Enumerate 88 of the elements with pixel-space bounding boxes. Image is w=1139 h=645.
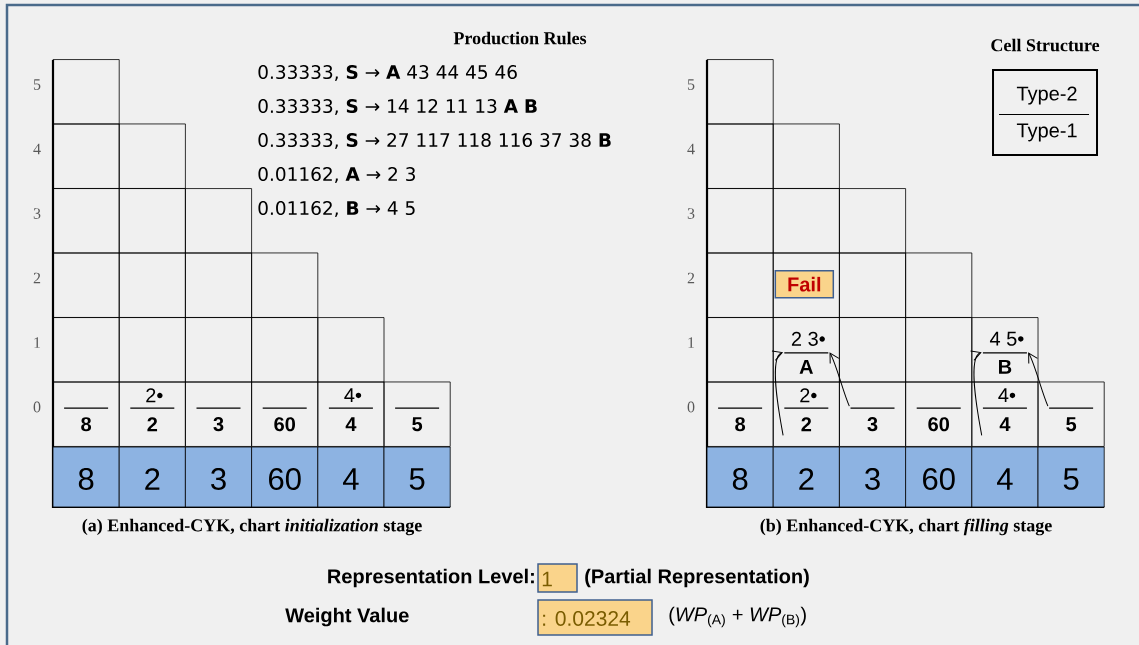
chart-cell <box>706 59 774 125</box>
input-cell: 2 <box>772 446 840 508</box>
input-cell: 2 <box>118 446 186 508</box>
chart-cell <box>971 317 1039 383</box>
chart-cell <box>251 252 319 318</box>
cell-entry: 8 <box>717 407 763 432</box>
axis-number: 3 <box>33 208 41 219</box>
chart-cell <box>52 188 120 254</box>
curved-arrow <box>771 350 784 436</box>
axis-number: 1 <box>34 337 41 348</box>
chart-cell <box>839 317 906 383</box>
production-rule: 0.33333, S → 14 12 11 13 A B <box>258 99 537 115</box>
cell-entry: 4 5• B <box>982 331 1028 374</box>
cell-entry: 60 <box>916 407 962 432</box>
node-label: Cell Structure <box>991 38 1100 52</box>
chart-cell <box>52 317 120 383</box>
axis-number: 4 <box>687 143 695 155</box>
chart-cell <box>706 317 774 383</box>
chart-cell <box>118 123 186 189</box>
section-heading: Production Rules <box>453 31 587 45</box>
field-label: Representation Level: <box>328 568 534 588</box>
cell-entry: 4• 4 <box>982 388 1028 432</box>
production-rule: 0.33333, S → 27 117 118 116 37 38 B <box>258 133 611 149</box>
chart-cell <box>52 252 120 318</box>
cell-entry: 2• 2 <box>129 388 175 432</box>
chart-caption: (a) Enhanced-CYK, chart initialization stage <box>82 518 422 536</box>
input-cell: 3 <box>839 446 906 508</box>
curved-arrow <box>829 352 850 407</box>
cell-entry: 4• 4 <box>328 388 374 432</box>
axis-number: 0 <box>687 401 695 413</box>
chart-cell <box>772 317 840 383</box>
production-rule: 0.01162, B → 4 5 <box>258 201 415 217</box>
chart-cell <box>839 188 906 254</box>
chart-cell <box>706 188 774 254</box>
cell-entry: 5 <box>1048 407 1094 432</box>
chart-cell <box>772 188 840 254</box>
cell-entry: 5 <box>394 407 440 432</box>
axis-number: 3 <box>687 208 695 219</box>
input-cell: 4 <box>971 446 1039 508</box>
axis-number: 4 <box>33 143 41 155</box>
chart-cell <box>251 317 319 383</box>
chart-cell <box>772 252 840 318</box>
cell-structure-box: Cell Structure Type-2 Type-1 <box>991 38 1100 156</box>
input-cell: 60 <box>251 446 319 508</box>
value-box: : 0.02324 <box>537 599 653 636</box>
chart-cell <box>839 252 906 318</box>
field-note: (Partial Representation) <box>585 568 809 588</box>
fail-badge: Fail <box>774 269 835 299</box>
chart-cell <box>185 252 252 318</box>
axis-number: 5 <box>687 79 695 90</box>
cell-entry: 2 3• A <box>783 331 829 374</box>
input-cell: 3 <box>185 446 252 508</box>
axis-number: 2 <box>33 272 41 284</box>
input-cell: 5 <box>1037 446 1105 508</box>
chart-cell <box>706 252 774 318</box>
chart-cell <box>52 59 120 125</box>
cell-entry: 8 <box>63 407 109 432</box>
chart-cell <box>905 317 973 383</box>
chart-cell <box>185 188 252 254</box>
axis-number: 2 <box>687 272 695 284</box>
axis-number: 1 <box>688 337 695 348</box>
chart-cell <box>118 188 186 254</box>
cell-entry: 2• 2 <box>783 388 829 432</box>
curved-arrow <box>970 350 983 436</box>
chart-cell <box>118 317 186 383</box>
input-cell: 60 <box>905 446 973 508</box>
cell-entry: 60 <box>262 407 308 432</box>
value-box: 1 <box>537 563 578 593</box>
chart-cell <box>772 123 840 189</box>
input-cell: 5 <box>383 446 451 508</box>
chart-cell <box>52 123 120 189</box>
input-cell: 8 <box>52 446 120 508</box>
chart-cell <box>905 252 973 318</box>
field-label: Weight Value <box>285 607 409 627</box>
cell-entry: 3 <box>195 407 242 432</box>
chart-cell <box>118 252 186 318</box>
chart-cell <box>185 317 252 383</box>
chart-cell <box>706 123 774 189</box>
input-cell: 8 <box>706 446 774 508</box>
chart-caption: (b) Enhanced-CYK, chart filling stage <box>760 518 1052 536</box>
curved-arrow <box>1028 352 1049 407</box>
chart-cell <box>317 317 385 383</box>
axis-number: 5 <box>33 79 41 90</box>
input-cell: 4 <box>317 446 385 508</box>
axis-number: 0 <box>33 401 41 413</box>
production-rule: 0.01162, A → 2 3 <box>258 167 415 183</box>
cell-entry: 3 <box>849 407 896 432</box>
production-rule: 0.33333, S → A 43 44 45 46 <box>258 65 517 81</box>
